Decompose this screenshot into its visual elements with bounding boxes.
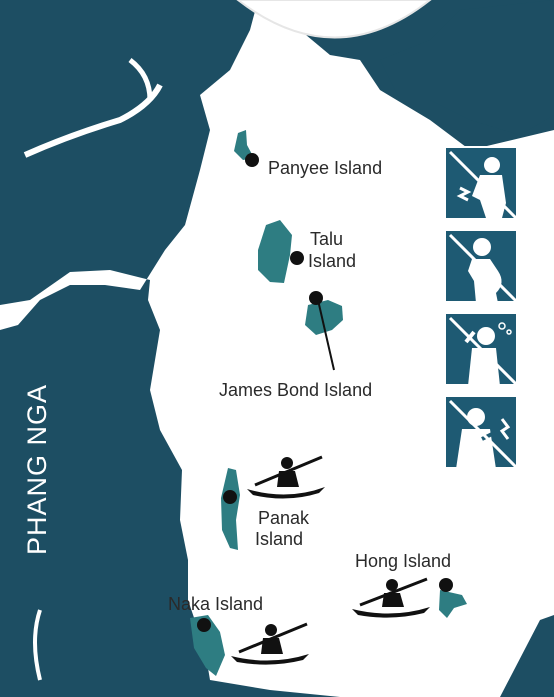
island-talu: [258, 220, 292, 283]
leader-line-james-bond: [317, 299, 335, 371]
eastern-coast: [380, 0, 554, 135]
river: [33, 609, 42, 681]
island-james-bond: [305, 300, 343, 335]
label-panak-line2: Island: [255, 529, 304, 549]
no-heart-condition-icon: [444, 395, 518, 469]
no-pregnant-women-icon: [444, 229, 518, 303]
label-talu-line1: Talu: [310, 229, 344, 249]
label-panak-line1: Panak: [258, 508, 310, 528]
no-dizziness-icon: [444, 312, 518, 386]
region-label: PHANG NGA: [22, 384, 52, 555]
no-back-problems-icon: [444, 146, 518, 220]
label-panyee-island: Panyee Island: [268, 158, 383, 178]
label-james-bond-island: James Bond Island: [219, 380, 373, 400]
island-panak: [221, 468, 240, 550]
island-hong: [439, 590, 467, 618]
marker-talu: [290, 251, 304, 265]
kayak-icon: [352, 577, 430, 618]
island-panyee: [234, 130, 254, 160]
marker-james-bond: [309, 291, 323, 305]
marker-naka: [197, 618, 211, 632]
marker-panak: [223, 490, 237, 504]
kayak-icon: [231, 622, 309, 665]
marker-panyee: [245, 153, 259, 167]
label-naka-island: Naka Island: [168, 594, 264, 614]
marker-hong: [439, 578, 453, 592]
river: [128, 58, 153, 101]
kayak-icon: [247, 455, 325, 499]
eastern-coast: [500, 615, 554, 697]
island-naka: [190, 615, 225, 676]
title-lens: [236, 0, 432, 39]
label-hong-island: Hong Island: [355, 551, 452, 571]
label-talu-line2: Island: [308, 251, 357, 271]
